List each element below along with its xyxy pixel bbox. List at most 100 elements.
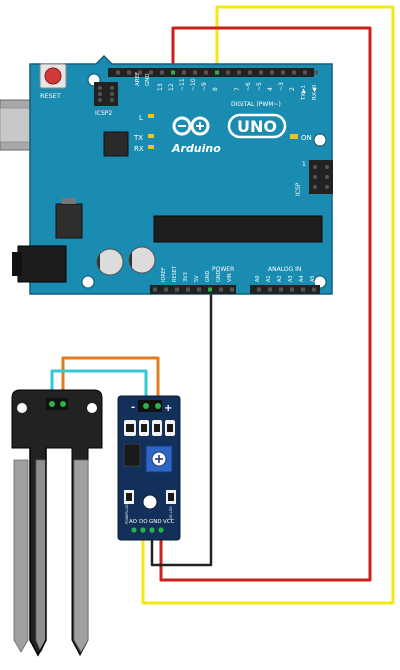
probe-plate-mid-left (35, 459, 47, 654)
led-tx (148, 134, 154, 138)
pin-9-label: ~9 (201, 82, 208, 91)
pin-7-label: 7 (234, 87, 241, 91)
arduino-uno-board: RESET ICSP2 AREF GND 13 12 ~11 ~10 ~9 8 … (0, 54, 333, 295)
reset-button-cap[interactable] (44, 67, 62, 85)
uno-badge (227, 113, 287, 139)
pin-11-label: ~11 (179, 78, 186, 91)
on-label: ON (301, 134, 312, 142)
capacitor (128, 246, 156, 274)
usb-chip (103, 131, 129, 157)
power-pin-label: VIN (227, 273, 233, 282)
header-pin (197, 287, 201, 292)
header-pin (171, 70, 175, 75)
header-pin (230, 287, 234, 292)
pin-5-label: ~5 (256, 82, 263, 91)
header-pin (193, 70, 197, 75)
power-header (150, 285, 236, 294)
analog-pin-label: A5 (310, 275, 316, 282)
led-on (290, 134, 298, 139)
power-pin-label: 3V3 (183, 272, 189, 282)
atmega-chip (153, 215, 323, 243)
pin-3-label: ~3 (278, 82, 285, 91)
header-pin (215, 70, 219, 75)
potentiometer[interactable] (145, 445, 173, 473)
led-rx (148, 145, 154, 149)
pin-13-label: 13 (157, 83, 164, 91)
uno-label: UNO (237, 117, 277, 136)
power-led-body (126, 493, 132, 501)
header-pin (281, 70, 285, 75)
header-pin (292, 70, 296, 75)
icsp-header (309, 160, 333, 194)
probe-hole (17, 403, 27, 413)
power-pin-label: IOREF (161, 267, 167, 282)
analog-pin-label: A4 (299, 275, 305, 282)
capacitor (96, 248, 124, 276)
mount-hole (81, 275, 95, 289)
icsp-pin1-label: 1 (302, 161, 306, 168)
header-pin (257, 287, 261, 292)
module-pin-label-vcc: VCC (163, 519, 175, 525)
header-pin (279, 287, 283, 292)
reset-label: RESET (40, 92, 61, 100)
header-pin (226, 70, 230, 75)
do-led-label: DO-LED (169, 506, 173, 520)
pin-2-label: 2 (289, 87, 296, 91)
analog-pin-label: A0 (255, 275, 261, 282)
signal-wire (141, 5, 395, 605)
probe-connector (46, 398, 68, 410)
module-pin-label-gnd: GND (149, 519, 162, 525)
led-tx-label: TX (133, 134, 143, 142)
comparator-chip (123, 443, 141, 467)
module-probe-pin (143, 403, 149, 409)
module-probe-connector (138, 400, 162, 412)
power-pin-label: GND (216, 270, 222, 282)
arduino-logo (172, 116, 210, 136)
led-l-label: L (139, 114, 143, 122)
pin-12-label: 12 (168, 83, 175, 91)
probe-wire-cyan (50, 369, 148, 405)
power-pin-label: 5V (194, 275, 200, 282)
header-pin (164, 287, 168, 292)
ground-wire (150, 291, 213, 567)
header-pin (153, 287, 157, 292)
header-pin (259, 70, 263, 75)
minus-label: - (131, 402, 135, 413)
header-pin (186, 287, 190, 292)
header-pin (127, 70, 131, 75)
capacitor-mark (97, 254, 100, 270)
header-pin (312, 287, 316, 292)
header-pin (303, 70, 307, 75)
probe-pin (49, 401, 55, 407)
wires (50, 5, 395, 605)
icsp-label: ICSP (295, 182, 302, 196)
pin-10-label: ~10 (190, 78, 197, 91)
module-mount-hole (142, 494, 158, 510)
aref-label: AREF (135, 72, 141, 86)
digital-header (108, 68, 318, 77)
do-led-body (168, 493, 174, 501)
header-pin (149, 70, 153, 75)
voltage-regulator (55, 198, 83, 239)
sensor-module: - + POWER-LED DO-LED (117, 395, 181, 541)
brand-label: Arduino (171, 142, 221, 155)
header-pin (270, 70, 274, 75)
header-pin (268, 287, 272, 292)
header-pin (175, 287, 179, 292)
header-pin (219, 287, 223, 292)
power-label: POWER (212, 266, 234, 273)
pin-8-label: 8 (212, 87, 219, 91)
probe-plate-right (73, 459, 89, 653)
header-pin (160, 70, 164, 75)
digital-label: DIGITAL (PWM~) (231, 101, 281, 108)
header-pin (237, 70, 241, 75)
header-pin (138, 70, 142, 75)
header-pin (301, 287, 305, 292)
header-pin (290, 287, 294, 292)
icsp2-label: ICSP2 (95, 110, 112, 117)
power-wire (159, 26, 372, 582)
header-pin (182, 70, 186, 75)
module-probe-pin (155, 403, 161, 409)
module-resistor-bodies (126, 424, 173, 432)
header-pin (314, 70, 318, 75)
